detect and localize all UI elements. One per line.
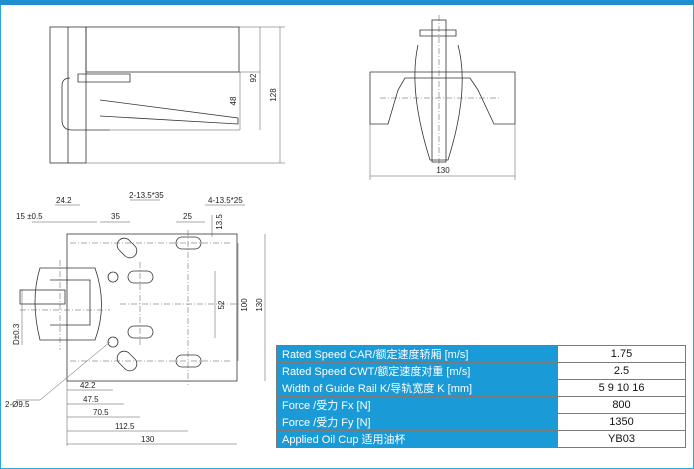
spec-value: 800	[557, 396, 686, 414]
spec-label: Rated Speed CWT/额定速度对重 [m/s]	[276, 362, 558, 380]
table-row: Rated Speed CWT/额定速度对重 [m/s] 2.5	[276, 362, 686, 380]
front-view: 130	[369, 15, 516, 180]
table-row: Force /受力 Fx [N] 800	[276, 396, 686, 414]
dim-d: D±0.3	[12, 323, 21, 345]
dim-92: 92	[249, 73, 258, 82]
spec-value: 5 9 10 16	[557, 379, 686, 397]
dim-70-5: 70.5	[93, 408, 109, 417]
spec-label: Force /受力 Fy [N]	[276, 413, 558, 431]
dim-2-13-5x35: 2-13.5*35	[129, 191, 164, 200]
table-row: Width of Guide Rail K/导轨宽度 K [mm] 5 9 10…	[276, 379, 686, 397]
table-row: Force /受力 Fy [N] 1350	[276, 413, 686, 431]
plan-view: 24.2 15 ±0.5 2-13.5*35 35 25 4-13.5*25 1…	[5, 191, 266, 446]
dim-48: 48	[229, 96, 238, 105]
dim-35: 35	[111, 212, 120, 221]
dim-130-right: 130	[255, 298, 264, 312]
spec-label: Force /受力 Fx [N]	[276, 396, 558, 414]
dim-47-5: 47.5	[83, 395, 99, 404]
dim-52: 52	[217, 300, 226, 309]
table-row: Rated Speed CAR/额定速度轿厢 [m/s] 1.75	[276, 345, 686, 363]
dim-42-2: 42.2	[80, 381, 96, 390]
spec-label: Rated Speed CAR/额定速度轿厢 [m/s]	[276, 345, 558, 363]
spec-label: Width of Guide Rail K/导轨宽度 K [mm]	[276, 379, 558, 397]
header-strip	[0, 0, 694, 5]
dim-130-bottom: 130	[141, 435, 155, 444]
spec-table: Rated Speed CAR/额定速度轿厢 [m/s] 1.75 Rated …	[276, 345, 686, 448]
dim-24-2: 24.2	[56, 196, 72, 205]
dim-13-5: 13.5	[215, 214, 224, 230]
spec-value: 1.75	[557, 345, 686, 363]
dim-15: 15 ±0.5	[16, 212, 43, 221]
spec-value: 1350	[557, 413, 686, 431]
dim-100: 100	[240, 298, 249, 312]
spec-value: 2.5	[557, 362, 686, 380]
table-row: Applied Oil Cup 适用油杯 YB03	[276, 430, 686, 448]
dim-128: 128	[269, 88, 278, 102]
spec-label: Applied Oil Cup 适用油杯	[276, 430, 558, 448]
dim-2-phi-9-5: 2-Ø9.5	[5, 400, 30, 409]
dim-25: 25	[183, 212, 192, 221]
spec-value: YB03	[557, 430, 686, 448]
dim-112-5: 112.5	[115, 422, 135, 431]
side-view: 48 92 128	[49, 26, 285, 164]
dim-4-13-5x25: 4-13.5*25	[208, 196, 243, 205]
dim-130-front: 130	[436, 166, 450, 175]
